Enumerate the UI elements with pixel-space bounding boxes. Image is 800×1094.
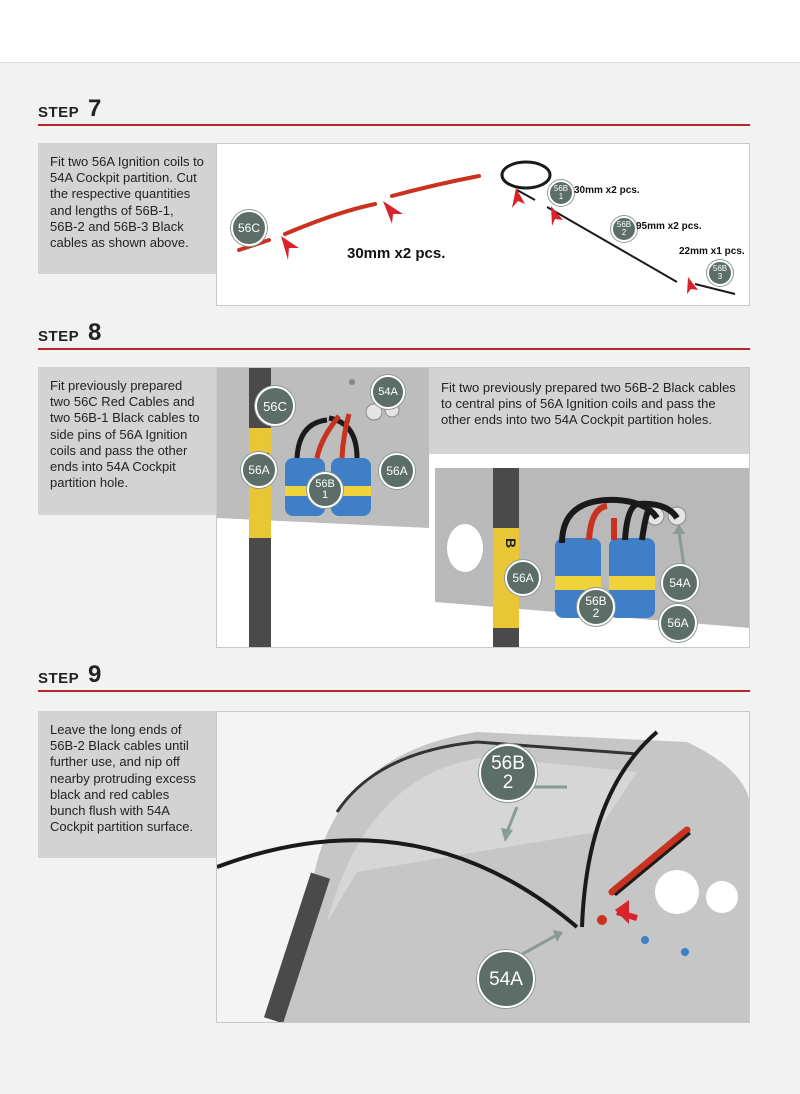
step-word: STEP [38, 104, 80, 121]
step-8-heading: STEP 8 [38, 319, 750, 350]
s8r-54a-bubble: 54A [661, 564, 699, 602]
cable-56b1-label-bottom: 1 [558, 192, 564, 201]
s8-56b1-label-bottom: 1 [321, 489, 329, 501]
s8r-56a-left-bubble: 56A [505, 560, 541, 596]
s9-56b2-label-bottom: 2 [502, 772, 514, 793]
cable-56c-bubble: 56C [231, 210, 267, 246]
cable-56b1-bubble: 56B 1 [548, 180, 574, 206]
s8-56c-bubble: 56C [255, 386, 295, 426]
cable-56c-label: 56C [237, 221, 260, 235]
s8-56a-right-label: 56A [386, 464, 408, 478]
step-word: STEP [38, 670, 80, 687]
step-7-cables-illustration [237, 160, 736, 295]
cable-56b3-label-bottom: 3 [717, 272, 723, 281]
step-9-photo-panel: 56B 2 54A [216, 711, 750, 1023]
step-7-heading: STEP 7 [38, 95, 750, 126]
s8-54a-label: 54A [378, 385, 398, 398]
s8r-56a-right-bubble: 56A [659, 604, 697, 642]
s8-54a-bubble: 54A [371, 375, 405, 409]
red-cable-quantity: 30mm x2 pcs. [347, 245, 446, 262]
cable-56b2-label-top: 56B [616, 220, 632, 229]
step-8-text-left: Fit previously prepared two 56C Red Cabl… [50, 378, 200, 491]
cable-56b3-quantity: 22mm x1 pcs. [679, 246, 745, 257]
s8r-54a-label: 54A [669, 576, 691, 590]
s8r-56a-left-label: 56A [512, 571, 534, 585]
cable-56b1-label-top: 56B [553, 184, 569, 193]
step-7-cable-diagram: 56C 30mm x2 pcs. 56B 1 30mm x2 pcs. 56B … [216, 143, 750, 306]
step-9-photo [217, 712, 749, 1022]
cable-56b1-quantity: 30mm x2 pcs. [574, 185, 640, 196]
cable-56b2-label-bottom: 2 [621, 228, 627, 237]
s8r-56b2-label-top: 56B [585, 594, 607, 608]
step-word: STEP [38, 328, 80, 345]
s8-56c-label: 56C [263, 398, 287, 414]
s9-56b2-label-top: 56B [491, 753, 525, 774]
s8-56a-left-bubble: 56A [241, 452, 277, 488]
s8r-56b2-bubble: 56B 2 [577, 588, 615, 626]
step-7-text: Fit two 56A Ignition coils to 54A Cockpi… [50, 154, 204, 251]
step-9-instructions: Leave the long ends of 56B-2 Black cable… [38, 711, 216, 858]
s8r-56b2-label-bottom: 2 [592, 606, 600, 620]
s9-54a-bubble: 54A [477, 950, 535, 1008]
s9-56b2-bubble: 56B 2 [479, 744, 537, 802]
s9-54a-label: 54A [489, 968, 523, 990]
s8r-56a-right-label: 56A [667, 616, 689, 630]
step-8-instructions-left: Fit previously prepared two 56C Red Cabl… [38, 367, 216, 515]
brand-text-right: B [503, 538, 519, 548]
s8-56b1-label-top: 56B [315, 478, 335, 490]
step-8-photo-panel: B 56C 54A 56A 56A 56B 1 Fit two previous… [216, 367, 750, 648]
s8-56a-left-label: 56A [248, 463, 270, 477]
step-7-instructions: Fit two 56A Ignition coils to 54A Cockpi… [38, 143, 216, 274]
step-8-text-right: Fit two previously prepared two 56B-2 Bl… [441, 380, 736, 428]
cable-56b2-quantity: 95mm x2 pcs. [636, 221, 702, 232]
step-9-text: Leave the long ends of 56B-2 Black cable… [50, 722, 196, 835]
step-number: 7 [88, 95, 102, 122]
s8-56b1-bubble: 56B 1 [307, 472, 343, 508]
step-8-instructions-right: Fit two previously prepared two 56B-2 Bl… [429, 368, 749, 454]
cable-56b2-bubble: 56B 2 [611, 216, 637, 242]
step-number: 8 [88, 319, 102, 346]
step-number: 9 [88, 661, 102, 688]
step-9-heading: STEP 9 [38, 661, 750, 692]
page-top-bar [0, 0, 800, 63]
s8-56a-right-bubble: 56A [379, 453, 415, 489]
cable-56b3-label-top: 56B [712, 264, 728, 273]
cable-56b3-bubble: 56B 3 [707, 260, 733, 286]
